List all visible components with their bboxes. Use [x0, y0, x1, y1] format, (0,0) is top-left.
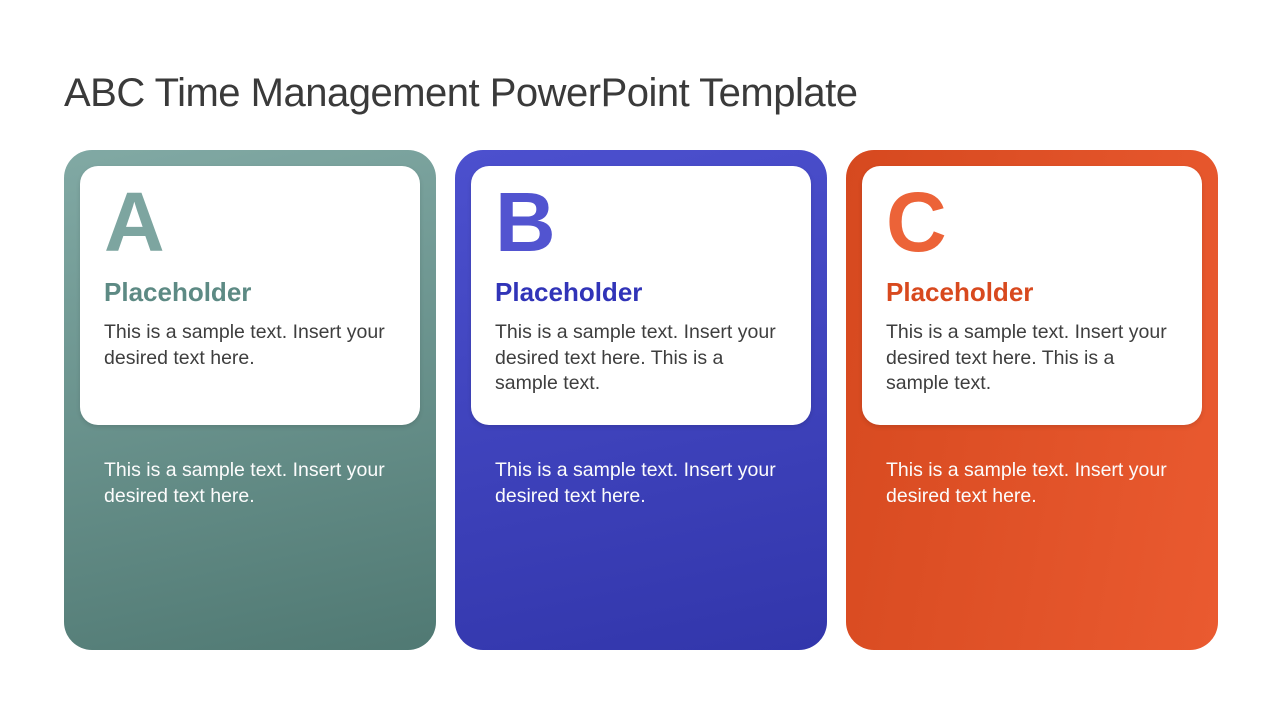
card-c: C Placeholder This is a sample text. Ins… [846, 150, 1218, 650]
card-a-body-text: This is a sample text. Insert your desir… [104, 320, 385, 369]
card-b-body-text: This is a sample text. Insert your desir… [495, 320, 776, 395]
cards-row: A Placeholder This is a sample text. Ins… [64, 150, 1218, 650]
card-b: B Placeholder This is a sample text. Ins… [455, 150, 827, 650]
card-b-inner-panel: B Placeholder This is a sample text. Ins… [471, 166, 811, 425]
card-a-inner-panel: A Placeholder This is a sample text. Ins… [80, 166, 420, 425]
card-c-letter: C [886, 175, 947, 269]
card-b-heading: Placeholder [495, 277, 643, 307]
card-c-heading: Placeholder [886, 277, 1034, 307]
card-a-heading: Placeholder [104, 277, 252, 307]
slide-title: ABC Time Management PowerPoint Template [64, 70, 858, 115]
card-c-footer-text: This is a sample text. Insert your desir… [886, 459, 1167, 507]
card-b-letter: B [495, 175, 556, 269]
card-b-footer-text: This is a sample text. Insert your desir… [495, 459, 776, 507]
card-a-footer-text: This is a sample text. Insert your desir… [104, 459, 385, 507]
card-c-inner-panel: C Placeholder This is a sample text. Ins… [862, 166, 1202, 425]
card-a: A Placeholder This is a sample text. Ins… [64, 150, 436, 650]
card-a-letter: A [104, 175, 165, 269]
card-c-body-text: This is a sample text. Insert your desir… [886, 320, 1167, 395]
